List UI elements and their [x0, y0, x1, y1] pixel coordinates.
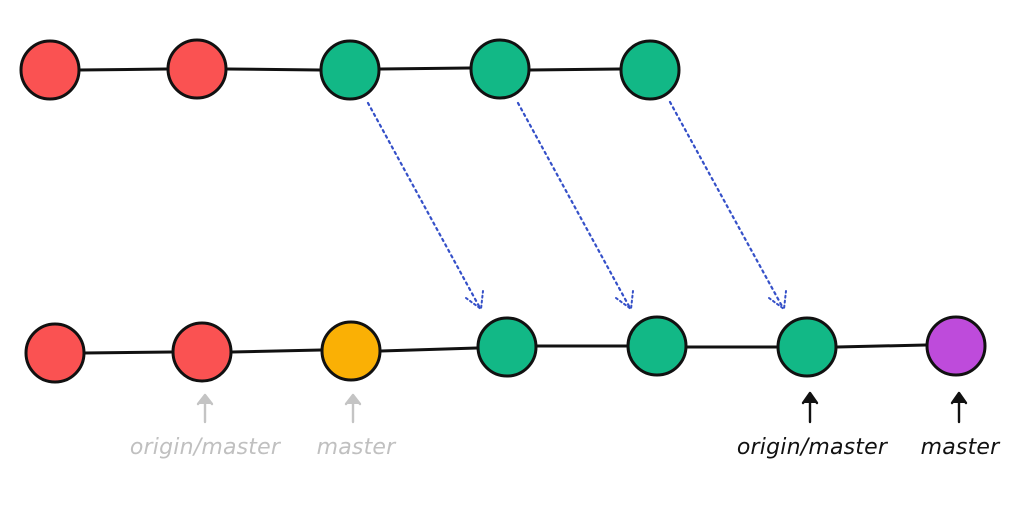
- ref-label-master: master: [921, 435, 1002, 460]
- ref-old-origin: origin/master: [130, 393, 282, 460]
- bottom-commit-5: [626, 315, 688, 377]
- bottom-commit-7: [925, 315, 987, 377]
- ref-label-old-origin-master: origin/master: [130, 435, 282, 460]
- ref-label-old-master: master: [317, 435, 398, 460]
- up-arrow-icon: [196, 393, 214, 424]
- rebase-arrow-1-head: [465, 290, 484, 311]
- bottom-commit-6: [776, 316, 838, 378]
- rebase-arrow-3: [668, 100, 787, 311]
- rebase-arrow-2-head: [615, 290, 634, 311]
- ref-old-master: master: [317, 393, 398, 460]
- bottom-branch-commits: [24, 315, 987, 384]
- bottom-edge-2-3: [230, 348, 323, 354]
- bottom-edge-1-2: [82, 350, 174, 355]
- bottom-commit-4: [476, 316, 538, 378]
- rebase-arrow-2: [516, 101, 634, 311]
- top-branch-commits: [19, 38, 681, 101]
- up-arrow-icon: [344, 393, 362, 424]
- rebase-arrow-3-line: [668, 100, 785, 310]
- ref-label-origin-master: origin/master: [737, 435, 889, 460]
- rebase-arrow-1: [366, 101, 484, 311]
- top-edge-2-3: [225, 67, 322, 72]
- top-edge-3-4: [378, 66, 472, 71]
- ref-new-origin: origin/master: [737, 391, 889, 460]
- bottom-edge-6-7: [835, 343, 928, 349]
- up-arrow-icon: [950, 391, 968, 424]
- top-branch-edges: [77, 66, 622, 72]
- bottom-commit-3: [320, 320, 382, 382]
- top-commit-3: [319, 39, 381, 101]
- bottom-edge-3-4: [379, 346, 479, 353]
- top-commit-1: [19, 39, 81, 101]
- top-edge-1-2: [77, 67, 169, 72]
- top-commit-2: [166, 38, 228, 100]
- top-commit-4: [469, 38, 531, 100]
- rebase-arrow-2-line: [516, 101, 632, 310]
- up-arrow-icon: [801, 391, 819, 424]
- bottom-branch-edges: [82, 343, 928, 355]
- bottom-commit-2: [171, 321, 233, 383]
- top-commit-5: [619, 39, 681, 101]
- top-edge-4-5: [528, 67, 622, 72]
- rebase-arrow-3-head: [768, 290, 787, 311]
- ref-new-master: master: [921, 391, 1002, 460]
- rebase-arrow-1-line: [366, 101, 482, 310]
- bottom-commit-1: [24, 322, 86, 384]
